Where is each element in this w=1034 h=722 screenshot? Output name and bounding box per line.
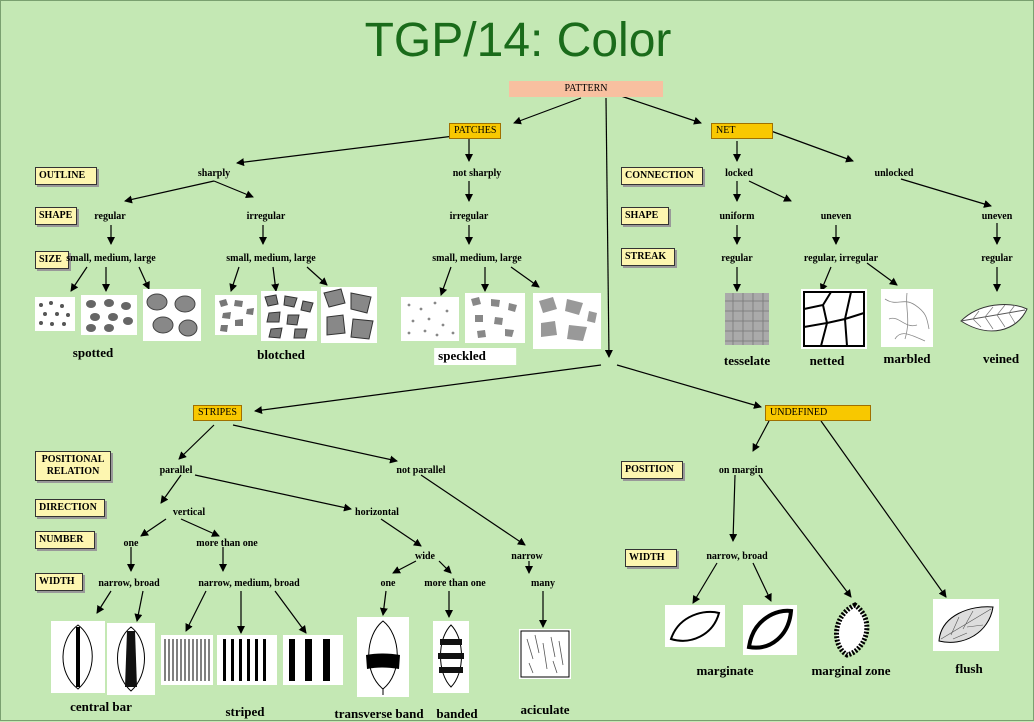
node-uneven-2: uneven xyxy=(981,211,1013,222)
slide-title: TGP/14: Color xyxy=(364,14,672,67)
node-regular-net-2: regular xyxy=(981,253,1013,264)
category-undefined: UNDEFINED xyxy=(765,405,871,421)
caption-banded: banded xyxy=(436,706,478,721)
speckled-large-image xyxy=(533,293,601,349)
node-regular-net: regular xyxy=(721,253,753,264)
caption-marginate: marginate xyxy=(696,663,754,678)
node-parallel: parallel xyxy=(159,465,193,476)
blotched-medium-image xyxy=(261,291,317,341)
attr-direction: DIRECTION xyxy=(35,499,105,517)
node-irregular-2: irregular xyxy=(449,211,489,222)
node-sharply: sharply xyxy=(197,168,231,179)
attr-shape: SHAPE xyxy=(35,207,77,225)
node-uneven: uneven xyxy=(820,211,852,222)
node-narrow-broad-2: narrow, broad xyxy=(706,551,768,562)
node-more-than-one-horizontal: more than one xyxy=(424,578,486,589)
node-narrow-medium-broad: narrow, medium, broad xyxy=(198,578,300,589)
veined-image xyxy=(959,299,1029,341)
attr-outline: OUTLINE xyxy=(35,167,97,185)
category-stripes: STRIPES xyxy=(193,405,242,421)
marginate-narrow-image xyxy=(665,605,725,647)
category-net: NET xyxy=(711,123,773,139)
caption-central-bar: central bar xyxy=(70,699,132,714)
marbled-image xyxy=(881,289,933,347)
caption-tesselate: tesselate xyxy=(723,353,771,368)
attr-connection: CONNECTION xyxy=(621,167,703,185)
attr-width-undefined: WIDTH xyxy=(625,549,677,567)
caption-marginal-zone: marginal zone xyxy=(811,663,891,678)
caption-striped: striped xyxy=(225,704,265,719)
attr-shape-net: SHAPE xyxy=(621,207,669,225)
blotched-large-image xyxy=(321,287,377,343)
striped-medium-image xyxy=(217,635,277,685)
banded-image xyxy=(433,621,469,693)
node-regular-irregular: regular, irregular xyxy=(803,253,879,264)
node-regular: regular xyxy=(94,211,126,222)
node-size-1: small, medium, large xyxy=(66,253,156,264)
caption-veined: veined xyxy=(982,351,1020,366)
spotted-medium-image xyxy=(81,295,137,335)
caption-transverse-band: transverse band xyxy=(334,706,424,721)
spotted-small-image xyxy=(35,297,75,331)
node-narrow-broad: narrow, broad xyxy=(98,578,160,589)
speckled-small-image xyxy=(401,297,459,341)
spotted-large-image xyxy=(143,289,201,341)
node-irregular: irregular xyxy=(246,211,286,222)
node-not-sharply: not sharply xyxy=(452,168,502,179)
node-not-parallel: not parallel xyxy=(396,465,446,476)
node-one-horizontal: one xyxy=(380,578,396,589)
marginate-broad-image xyxy=(743,605,797,655)
node-narrow: narrow xyxy=(511,551,543,562)
category-patches: PATCHES xyxy=(449,123,502,139)
striped-narrow-image xyxy=(161,635,213,685)
marginal-zone-image xyxy=(825,601,885,659)
caption-aciculate: aciculate xyxy=(520,702,570,717)
central-bar-broad-image xyxy=(107,623,155,695)
attr-size: SIZE xyxy=(35,251,69,269)
attr-number: NUMBER xyxy=(35,531,95,549)
netted-image xyxy=(801,289,867,349)
node-more-than-one: more than one xyxy=(196,538,258,549)
node-size-2: small, medium, large xyxy=(226,253,316,264)
caption-speckled: speckled xyxy=(434,348,516,365)
tesselate-image xyxy=(725,293,769,345)
node-many: many xyxy=(531,578,555,589)
attr-streak: STREAK xyxy=(621,248,675,266)
transverse-band-image xyxy=(357,617,409,697)
aciculate-image xyxy=(519,629,571,679)
speckled-medium-image xyxy=(465,293,525,343)
blotched-small-image xyxy=(215,295,257,335)
node-size-3: small, medium, large xyxy=(432,253,522,264)
caption-marbled: marbled xyxy=(883,351,931,366)
node-horizontal: horizontal xyxy=(355,507,399,518)
node-uniform: uniform xyxy=(719,211,755,222)
attr-positional-relation: POSITIONAL RELATION xyxy=(35,451,111,481)
node-locked: locked xyxy=(725,168,753,179)
node-one: one xyxy=(123,538,139,549)
flush-image xyxy=(933,599,999,651)
central-bar-narrow-image xyxy=(51,621,105,693)
node-unlocked: unlocked xyxy=(874,168,914,179)
attr-width: WIDTH xyxy=(35,573,83,591)
node-wide: wide xyxy=(415,551,435,562)
attr-position: POSITION xyxy=(621,461,683,479)
caption-netted: netted xyxy=(809,353,845,368)
caption-blotched: blotched xyxy=(257,347,305,362)
caption-spotted: spotted xyxy=(72,345,114,360)
node-on-margin: on margin xyxy=(718,465,764,476)
caption-flush: flush xyxy=(955,661,983,676)
root-pattern-box: PATTERN xyxy=(509,81,663,97)
striped-broad-image xyxy=(283,635,343,685)
node-vertical: vertical xyxy=(172,507,206,518)
